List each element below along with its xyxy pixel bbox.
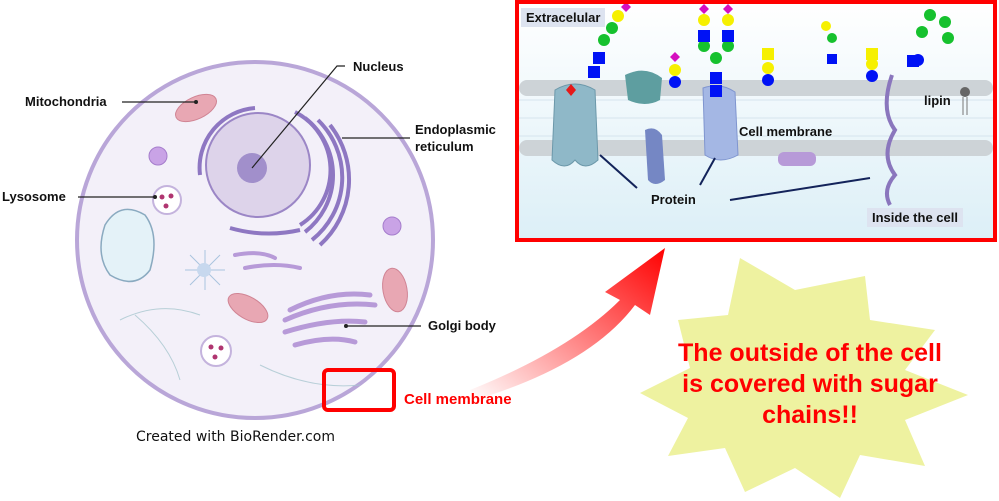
callout-text: The outside of the cell is covered with … [650,338,970,431]
callout-burst [640,258,968,498]
channel-protein [551,83,599,167]
callout-line-3: chains!! [762,401,858,429]
golgi-shape [282,291,378,348]
credit-text: Created with BioRender.com [136,429,335,445]
membrane-panel [515,0,997,242]
vacuole-shape [100,208,155,283]
membrane-protein-teal [625,70,662,104]
lysosome-shape [152,185,182,215]
lysosome-shape-2 [200,335,232,367]
label-nucleus: Nucleus [353,59,404,74]
vesicle [148,146,168,166]
callout-line-2: is covered with sugar [682,370,938,398]
label-protein: Protein [651,192,696,207]
mitochondria-shape-3 [382,267,408,313]
label-panel-membrane: Cell membrane [739,124,833,139]
leader-lines [78,65,421,327]
label-lipin: lipin [924,93,951,108]
callout-line-1: The outside of the cell [678,339,942,367]
label-lysosome: Lysosome [2,189,66,204]
membrane-protein-blue [645,128,665,184]
sugar-chains [566,2,954,97]
transmembrane-helix [884,74,898,206]
cell [75,60,435,420]
mitochondria-shape [175,93,217,123]
membrane-highlight-box [322,368,396,412]
label-cell-membrane: Cell membrane [404,391,512,408]
pointer-arrow [470,248,665,400]
er-shape [197,106,351,247]
label-er-line1: Endoplasmic [415,122,496,137]
protein-arrows [599,154,871,201]
mitochondria-shape-2 [227,292,269,324]
panel-border [515,0,997,242]
label-mitochondria: Mitochondria [25,94,107,109]
tag-inside-cell: Inside the cell [867,208,963,227]
vesicle-2 [382,216,402,236]
label-golgi: Golgi body [428,318,496,333]
label-er-line2: reticulum [415,139,474,154]
peripheral-protein [778,152,816,166]
tag-extracellular: Extracelular [521,8,606,27]
